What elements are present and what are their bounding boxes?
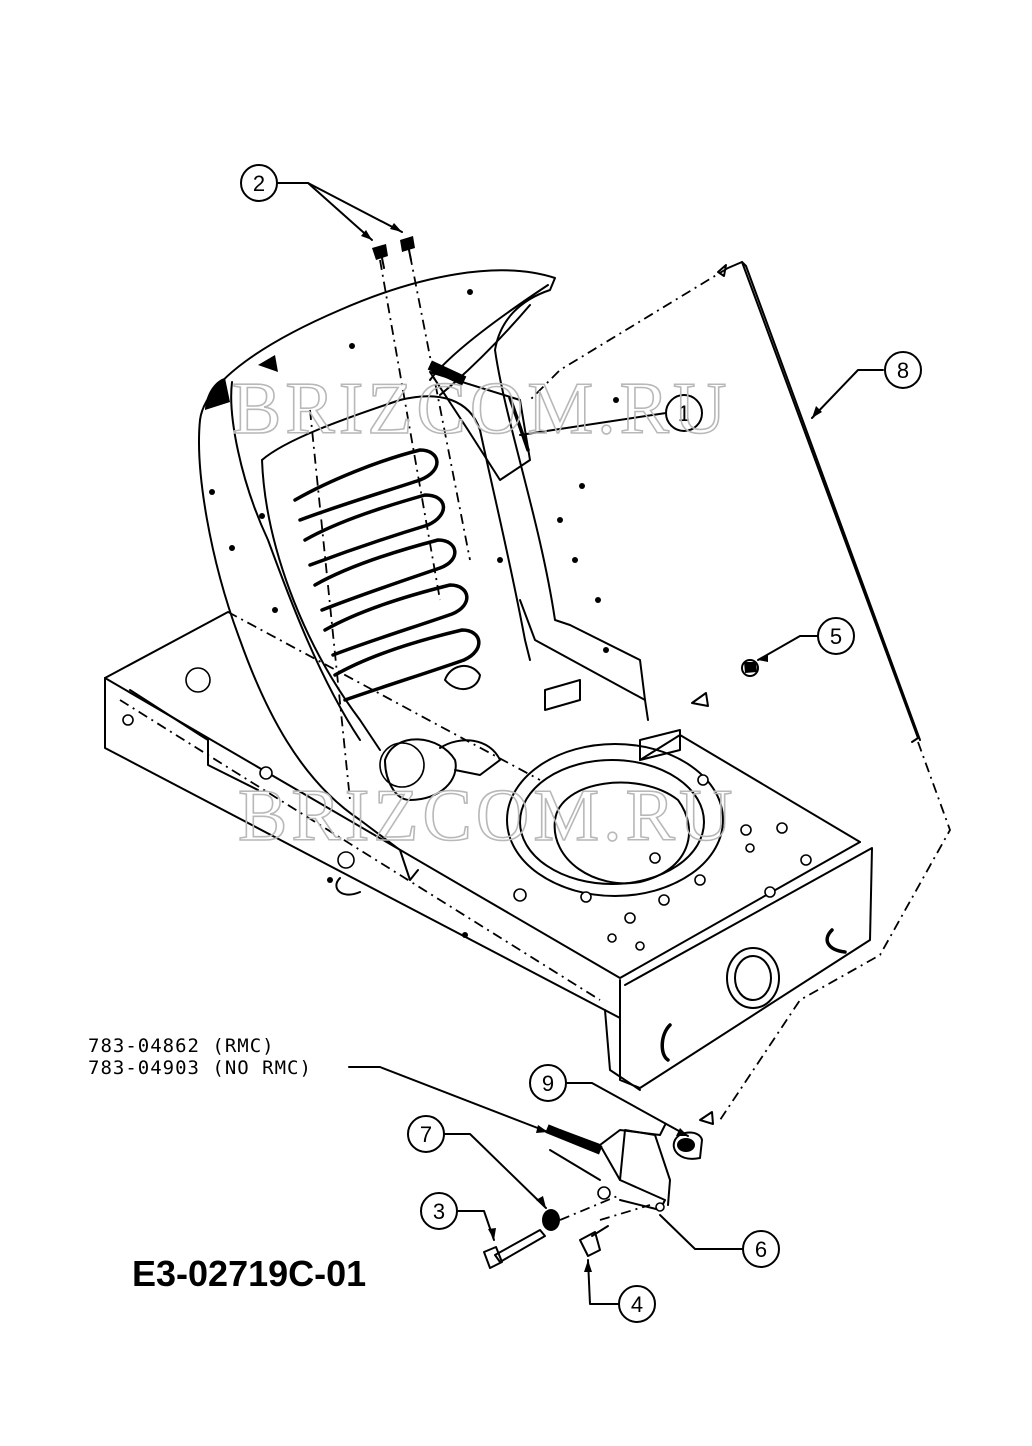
leader-lines	[276, 182, 884, 1305]
callout-5: 5	[817, 617, 855, 655]
callout-8: 8	[884, 351, 922, 389]
callout-2: 2	[240, 164, 278, 202]
watermark-bottom: BRIZCOM.RU	[238, 775, 736, 857]
callout-9-label: 9	[542, 1071, 554, 1096]
chassis-plate-drawing	[104, 611, 873, 1091]
bracket-6-drawing	[483, 659, 759, 1269]
callout-7: 7	[407, 1115, 445, 1153]
callout-5-label: 5	[830, 624, 842, 649]
callout-7-label: 7	[420, 1122, 432, 1147]
callout-6: 6	[742, 1230, 780, 1268]
callout-2-label: 2	[253, 171, 265, 196]
callout-1: 1	[665, 394, 703, 432]
callout-9: 9	[529, 1064, 567, 1102]
callout-3-label: 3	[433, 1199, 445, 1224]
watermark-top: BRIZCOM.RU	[232, 368, 730, 450]
callout-8-label: 8	[897, 358, 909, 383]
seat-frame-drawing	[198, 254, 681, 881]
callout-6-label: 6	[755, 1237, 767, 1262]
part-code-rmc: 783-04862 (RMC)	[88, 1035, 275, 1057]
callout-4-label: 4	[631, 1292, 643, 1317]
callout-3: 3	[420, 1192, 458, 1230]
diagram-id-label: E3-02719C-01	[132, 1253, 366, 1294]
panel-8-drawing	[529, 261, 951, 1121]
callout-1-label: 1	[678, 401, 690, 426]
part-code-no-rmc: 783-04903 (NO RMC)	[88, 1057, 312, 1079]
callout-4: 4	[618, 1285, 656, 1323]
screws-2-drawing	[372, 236, 415, 269]
seat-ribs-drawing	[293, 448, 481, 702]
